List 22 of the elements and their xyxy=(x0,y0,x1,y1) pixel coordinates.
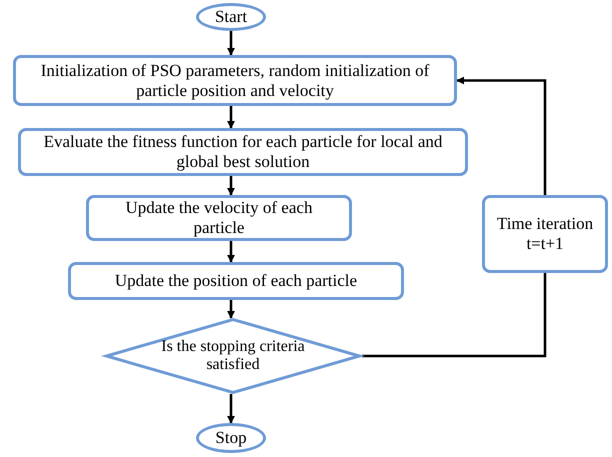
node-label: Stop xyxy=(215,428,247,448)
node-label: Initialization of PSO parameters, random initialization of particle position and velocity xyxy=(40,60,430,100)
arrow xyxy=(227,31,235,56)
node-label: Start xyxy=(214,7,248,27)
node-label: Is the stopping criteria satisfied xyxy=(160,338,306,374)
arrow xyxy=(227,394,235,424)
arrow xyxy=(227,300,235,319)
node-label: Update the velocity of each particle xyxy=(124,198,314,238)
process-box xyxy=(86,195,352,241)
decision-diamond xyxy=(104,318,362,394)
node-label: Update the position of each particle xyxy=(114,271,358,291)
node-label: Evaluate the fitness function for each particle for local and global best solution xyxy=(42,132,444,172)
process-box xyxy=(482,195,608,273)
process-box xyxy=(18,128,468,176)
process-box xyxy=(13,55,457,106)
connector-line xyxy=(362,273,546,358)
arrow xyxy=(227,176,235,196)
arrow xyxy=(227,241,235,263)
node-label: Time iteration t=t+1 xyxy=(496,214,594,254)
arrow xyxy=(456,76,546,195)
process-box xyxy=(68,262,404,300)
arrow xyxy=(227,106,235,129)
